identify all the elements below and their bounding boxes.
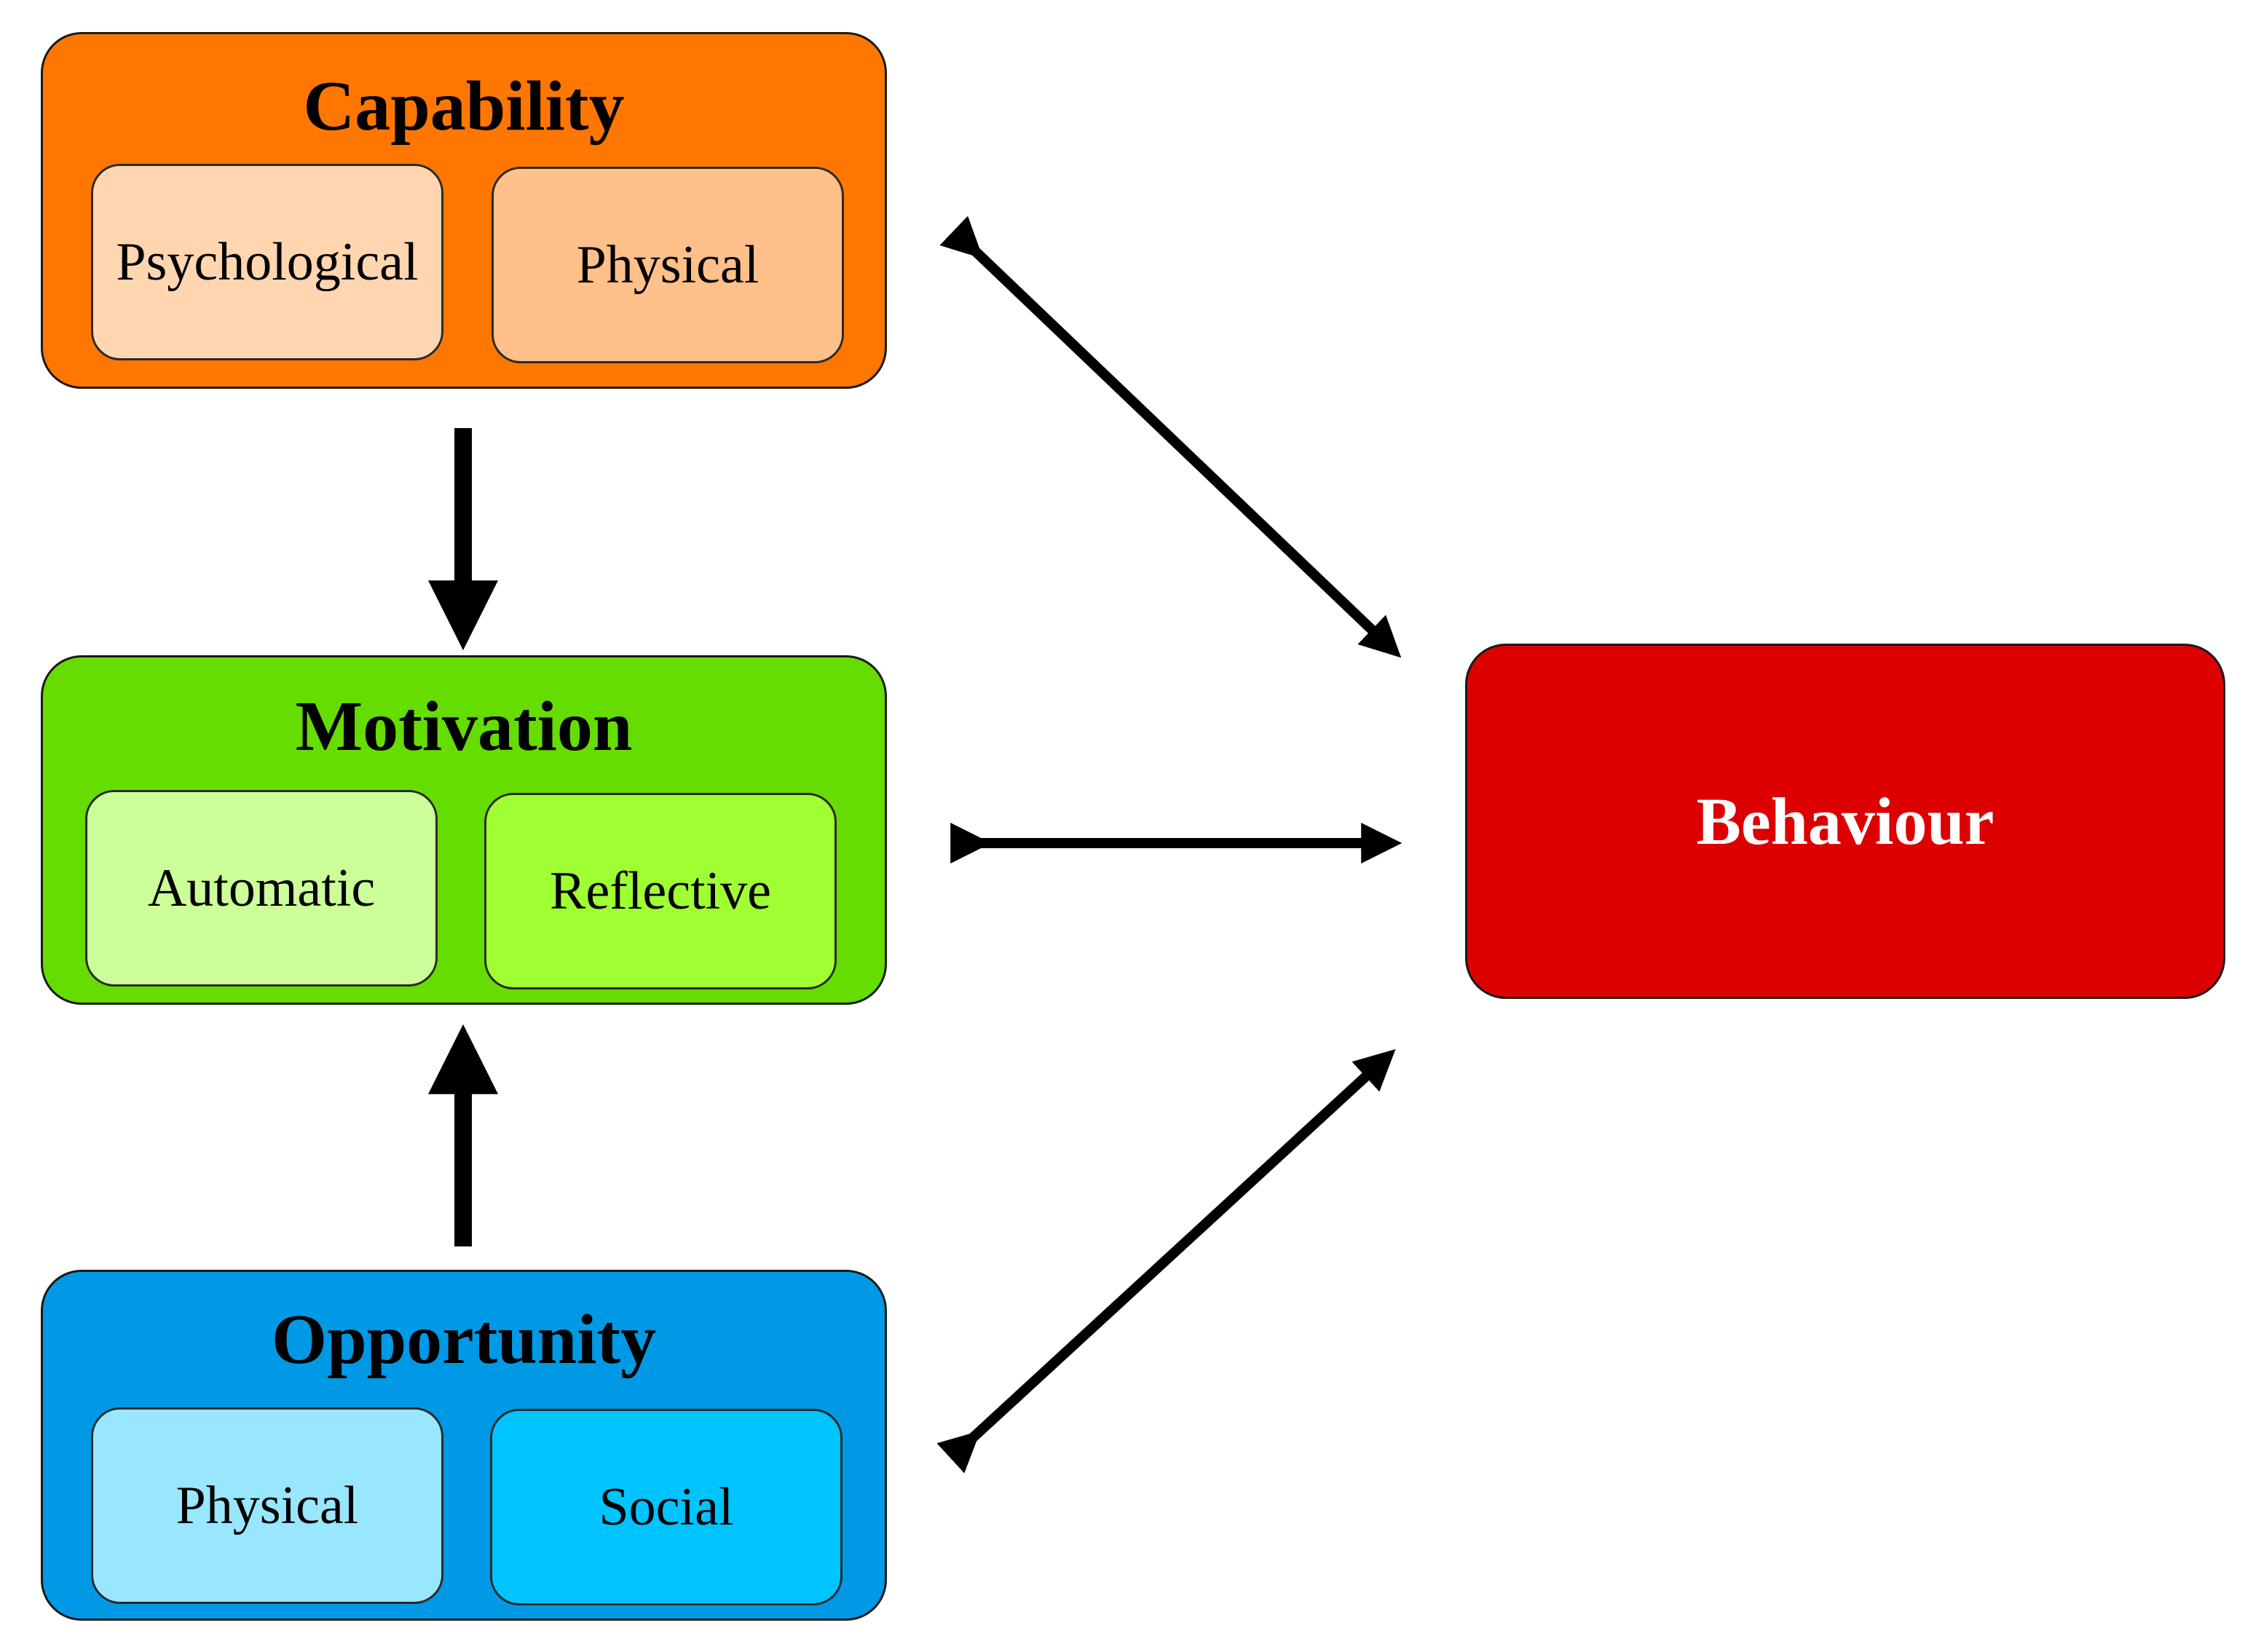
- arrow-capability-behaviour: [939, 216, 1402, 658]
- arrow-opportunity-behaviour: [936, 1048, 1396, 1474]
- behaviour-box: Behaviour: [1465, 644, 2225, 999]
- opportunity-physical-box: Physical: [91, 1407, 443, 1604]
- motivation-title: Motivation: [295, 687, 633, 766]
- capability-psychological-box: Psychological: [91, 164, 443, 360]
- opportunity-social-box: Social: [490, 1409, 843, 1605]
- motivation-automatic-box: Automatic: [85, 790, 438, 987]
- opportunity-title: Opportunity: [271, 1300, 657, 1379]
- capability-box: Capability Psychological Physical: [41, 32, 887, 389]
- motivation-reflective-box: Reflective: [484, 793, 837, 989]
- motivation-box: Motivation Automatic Reflective: [41, 655, 887, 1005]
- capability-physical-box: Physical: [492, 167, 844, 363]
- opportunity-box: Opportunity Physical Social: [41, 1270, 887, 1621]
- capability-title: Capability: [303, 67, 625, 146]
